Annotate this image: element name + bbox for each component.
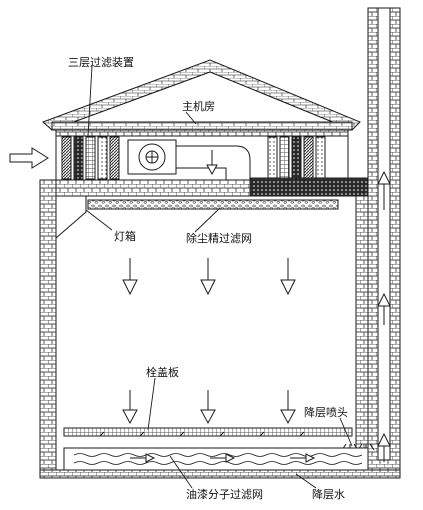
down-arrow-icon xyxy=(206,150,218,176)
down-arrow-icon xyxy=(280,258,296,296)
air-inlet-arrow-icon xyxy=(9,147,49,169)
filter-column xyxy=(97,136,108,180)
up-arrow-icon xyxy=(377,432,391,462)
down-arrow-icon xyxy=(122,390,138,425)
booth-top-slab xyxy=(39,179,251,197)
fan-icon xyxy=(127,139,177,175)
roof xyxy=(42,59,361,137)
filter-column xyxy=(85,136,96,180)
booth-left-wall xyxy=(39,179,57,479)
label-light-box: 灯箱 xyxy=(114,229,136,243)
filter-column xyxy=(279,136,290,180)
down-arrow-icon xyxy=(200,390,216,425)
booth-right-wall xyxy=(355,195,369,449)
label-lowering-nozzle: 降层喷头 xyxy=(304,405,348,419)
down-arrow-icon xyxy=(280,390,296,425)
water-flow-arrow-icon xyxy=(290,453,316,463)
filter-column xyxy=(73,136,84,180)
label-water-layer: 降层水 xyxy=(312,487,345,501)
label-paint-mist-filter: 油漆分子过滤网 xyxy=(186,487,263,501)
dust-fine-filter xyxy=(87,199,339,210)
label-main-engine-room: 主机房 xyxy=(182,99,215,113)
filter-column xyxy=(291,136,302,180)
label-dust-fine-filter: 除尘精过滤网 xyxy=(186,231,252,245)
label-three-layer-filter: 三层过滤装置 xyxy=(68,56,134,69)
up-arrow-icon xyxy=(377,170,391,210)
filter-column xyxy=(61,136,72,180)
leader-lines xyxy=(85,65,353,489)
exhaust-duct-band xyxy=(249,177,369,197)
water-flow-arrow-icon xyxy=(210,453,236,463)
up-arrow-icon xyxy=(377,292,391,325)
filter-column xyxy=(109,136,120,180)
label-grille-cover: 栓盖板 xyxy=(146,365,179,379)
filter-column xyxy=(315,136,326,180)
light-box xyxy=(55,195,87,239)
down-arrow-icon xyxy=(200,258,216,296)
main-engine-room xyxy=(55,135,349,190)
booth-floor-slab xyxy=(39,469,401,479)
down-arrow-icon xyxy=(122,258,138,296)
exhaust-stack-channel xyxy=(377,7,391,461)
grille-cover xyxy=(63,427,353,437)
filter-column xyxy=(303,136,314,180)
water-sump xyxy=(63,447,369,471)
filter-column xyxy=(267,136,278,180)
water-flow-arrow-icon xyxy=(130,453,156,463)
